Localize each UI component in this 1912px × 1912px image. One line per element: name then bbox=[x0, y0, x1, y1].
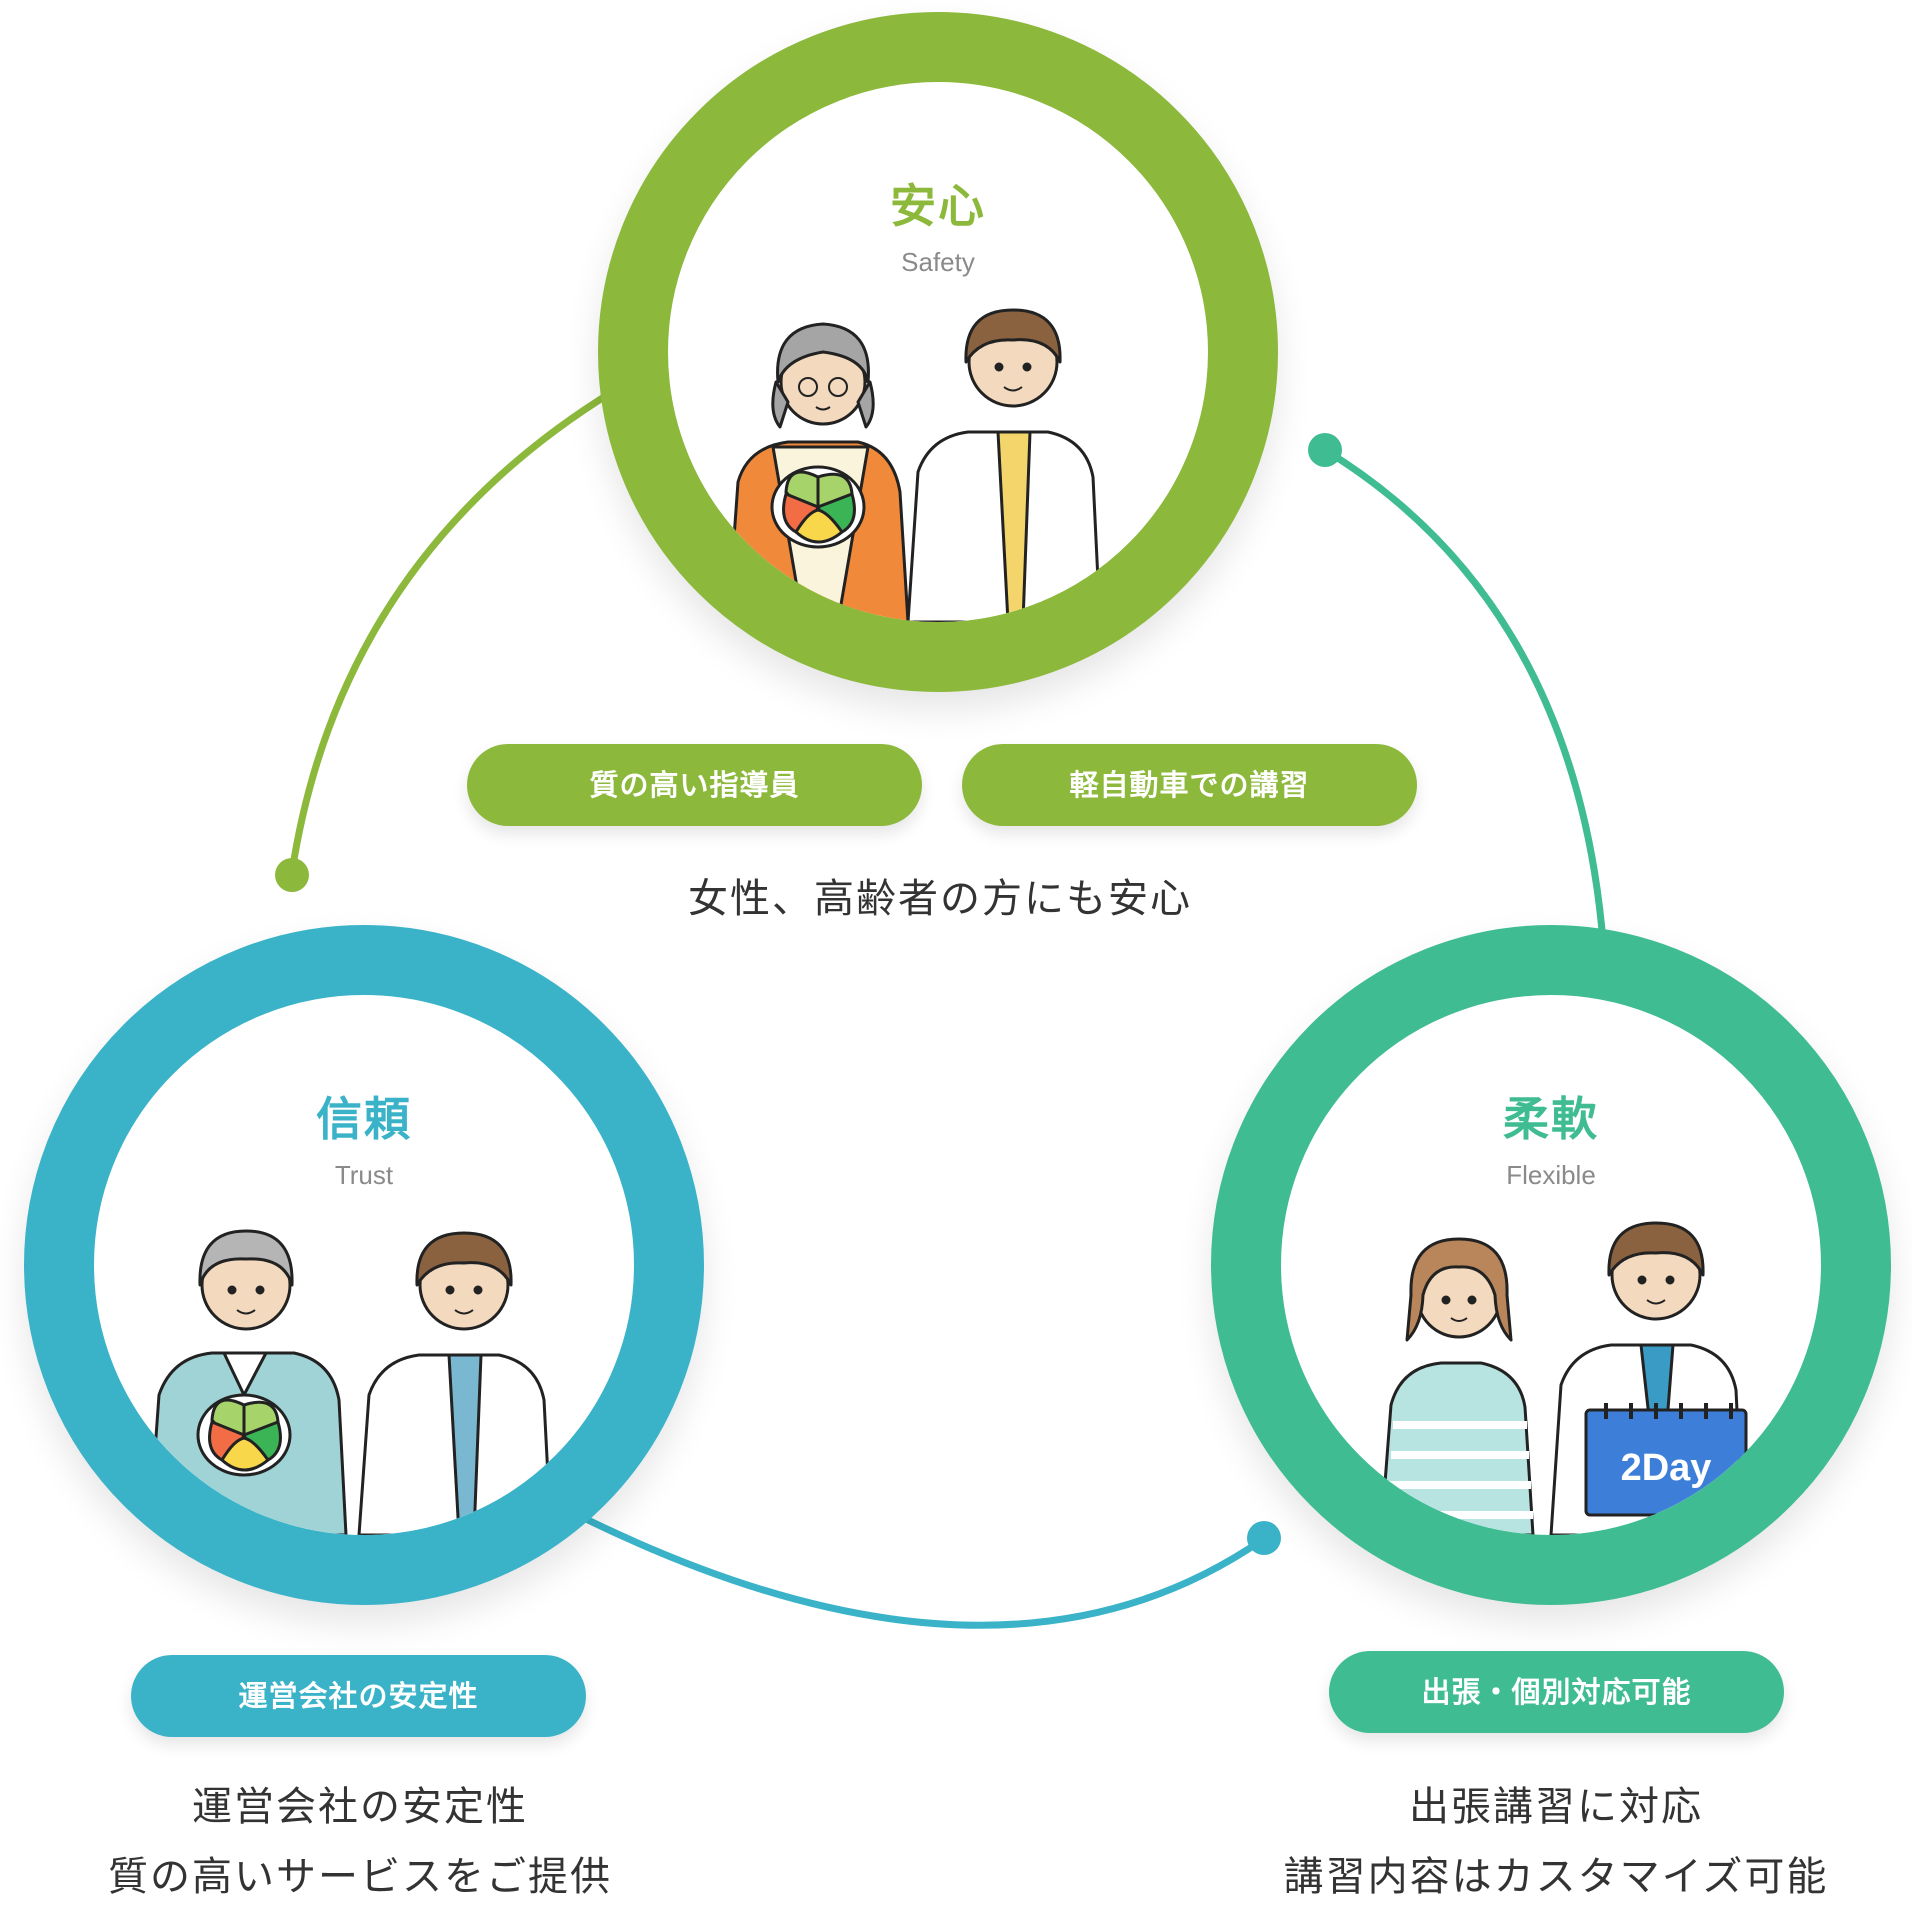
safety-description: 女性、高齢者の方にも安心 bbox=[688, 876, 1192, 922]
flexible-title: 柔軟 bbox=[1503, 1092, 1599, 1146]
calendar-sign-label: 2Day bbox=[1621, 1447, 1712, 1489]
flexible-description: 出張講習に対応 講習内容はカスタマイズ可能 bbox=[1220, 1772, 1892, 1912]
safety-illustration bbox=[726, 308, 1102, 622]
safety-title: 安心 bbox=[890, 179, 986, 233]
trust-circle: 信頼 Trust bbox=[24, 925, 704, 1605]
young-woman-illustration bbox=[1379, 1237, 1535, 1535]
elderly-man-illustration bbox=[147, 1229, 348, 1535]
trust-description: 運営会社の安定性 質の高いサービスをご提供 bbox=[40, 1772, 680, 1912]
trust-badge-stability: 運営会社の安定性 bbox=[131, 1655, 586, 1737]
connector-trust-to-flexible bbox=[584, 1516, 1266, 1629]
connector-dot-trust bbox=[1247, 1521, 1281, 1555]
instructor-man-illustration bbox=[357, 1231, 553, 1535]
clover-logo-icon bbox=[196, 1393, 292, 1477]
trust-description-line-1: 運営会社の安定性 bbox=[192, 1784, 528, 1830]
safety-subtitle: Safety bbox=[901, 247, 975, 277]
safety-badge-kei-car: 軽自動車での講習 bbox=[962, 744, 1417, 826]
safety-badge-instructor: 質の高い指導員 bbox=[467, 744, 922, 826]
connector-safety-to-trust bbox=[288, 388, 616, 876]
connector-dot-safety bbox=[275, 858, 309, 892]
connector-dot-flexible bbox=[1308, 433, 1342, 467]
flexible-subtitle: Flexible bbox=[1506, 1160, 1596, 1190]
flexible-badge-onsite: 出張・個別対応可能 bbox=[1329, 1651, 1784, 1733]
trust-description-line-2: 質の高いサービスをご提供 bbox=[108, 1854, 612, 1900]
trust-subtitle: Trust bbox=[334, 1160, 394, 1190]
clover-logo-icon bbox=[770, 465, 866, 549]
connector-safety-to-flexible bbox=[1321, 446, 1606, 934]
trust-illustration bbox=[147, 1229, 553, 1535]
flexible-illustration: 2Day bbox=[1379, 1221, 1748, 1535]
trust-title: 信頼 bbox=[316, 1092, 412, 1146]
flexible-description-line-2: 講習内容はカスタマイズ可能 bbox=[1283, 1854, 1829, 1900]
safety-circle: 安心 Safety bbox=[598, 12, 1278, 692]
flexible-description-line-1: 出張講習に対応 bbox=[1409, 1784, 1703, 1830]
calendar-sign-icon: 2Day bbox=[1584, 1403, 1748, 1517]
flexible-circle: 柔軟 Flexible bbox=[1211, 925, 1891, 1605]
instructor-man-illustration bbox=[906, 308, 1102, 622]
